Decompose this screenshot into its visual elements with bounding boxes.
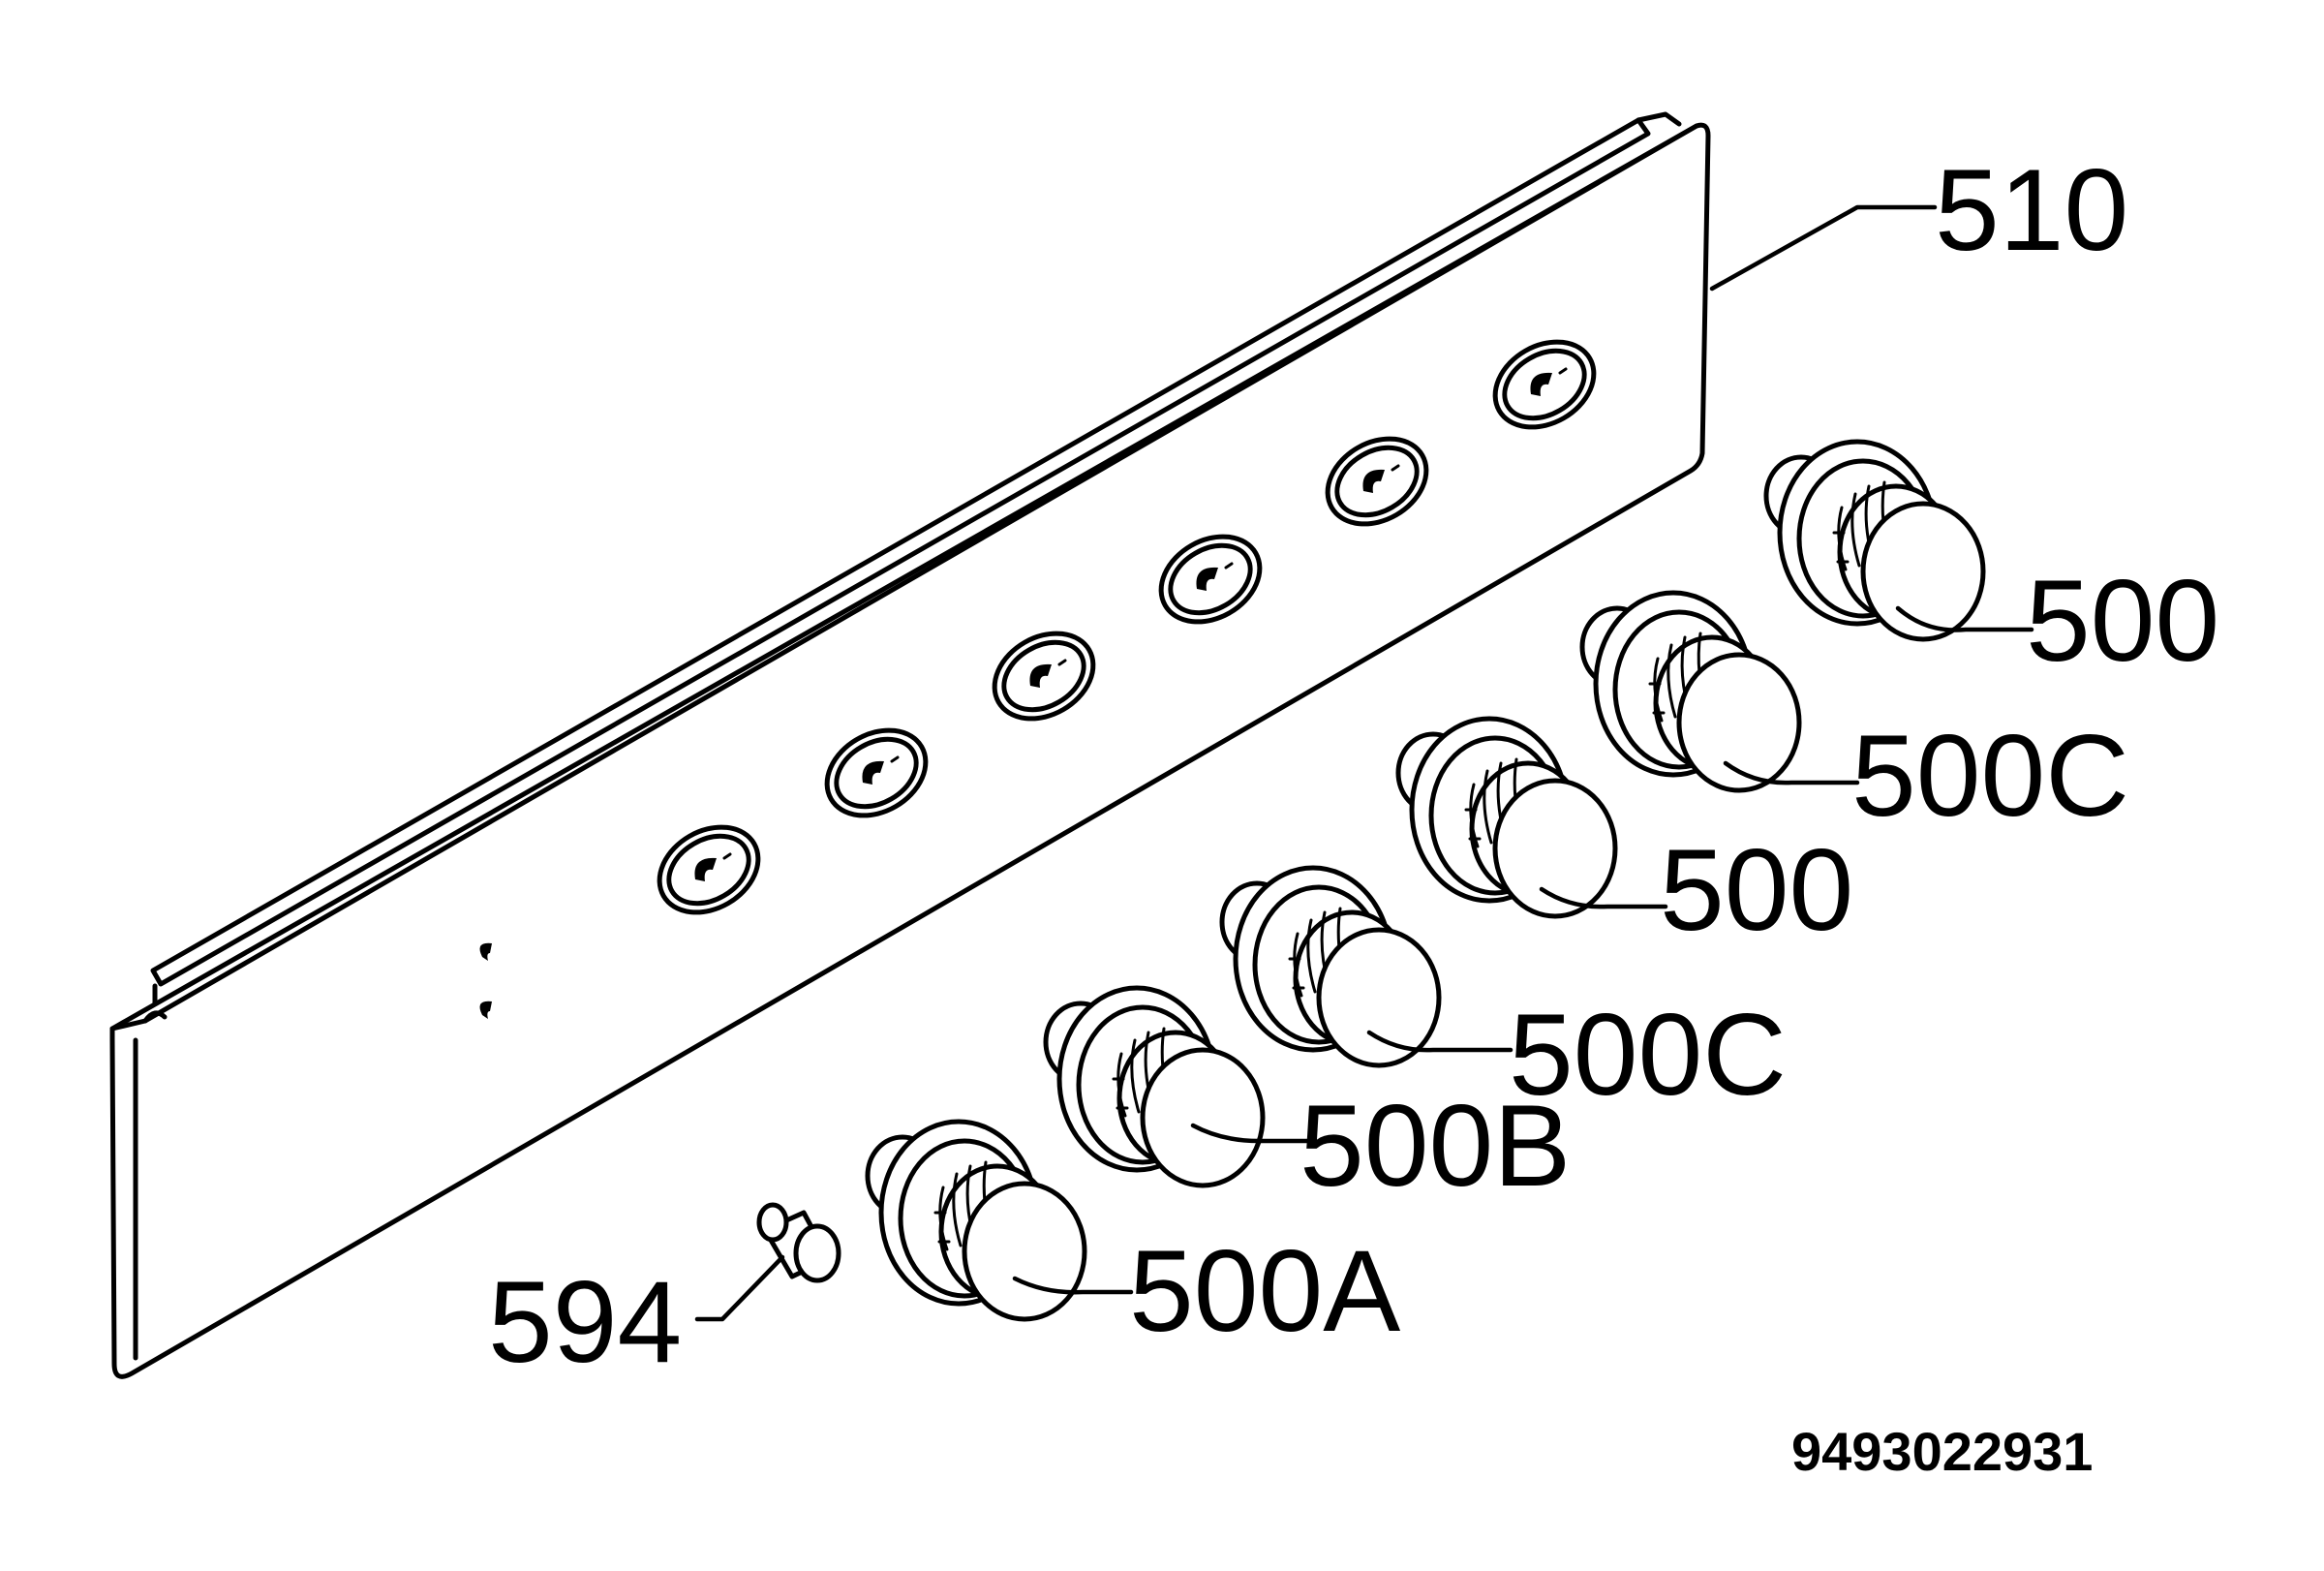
knob-500c-upper xyxy=(1582,593,1799,790)
callout-500a: 500A xyxy=(1129,1226,1400,1356)
callout-500-top: 500 xyxy=(2026,556,2219,686)
callout-500c-upper: 500C xyxy=(1851,711,2129,841)
knob-500b xyxy=(1046,988,1263,1186)
knob-500-middle xyxy=(1398,719,1615,916)
pin-594 xyxy=(756,1202,841,1283)
leader-lines xyxy=(694,605,2034,1322)
document-number: 9493022931 xyxy=(1791,1421,2093,1482)
knob-500-top xyxy=(1766,442,1983,639)
callout-594: 594 xyxy=(488,1257,682,1387)
callout-500-middle: 500 xyxy=(1660,825,1853,955)
callout-510: 510 xyxy=(1935,145,2128,275)
callout-500b: 500B xyxy=(1300,1081,1571,1211)
callout-500c-lower: 500C xyxy=(1509,990,1787,1120)
leader-510 xyxy=(1709,204,1938,292)
knob-500c-lower xyxy=(1222,868,1439,1065)
